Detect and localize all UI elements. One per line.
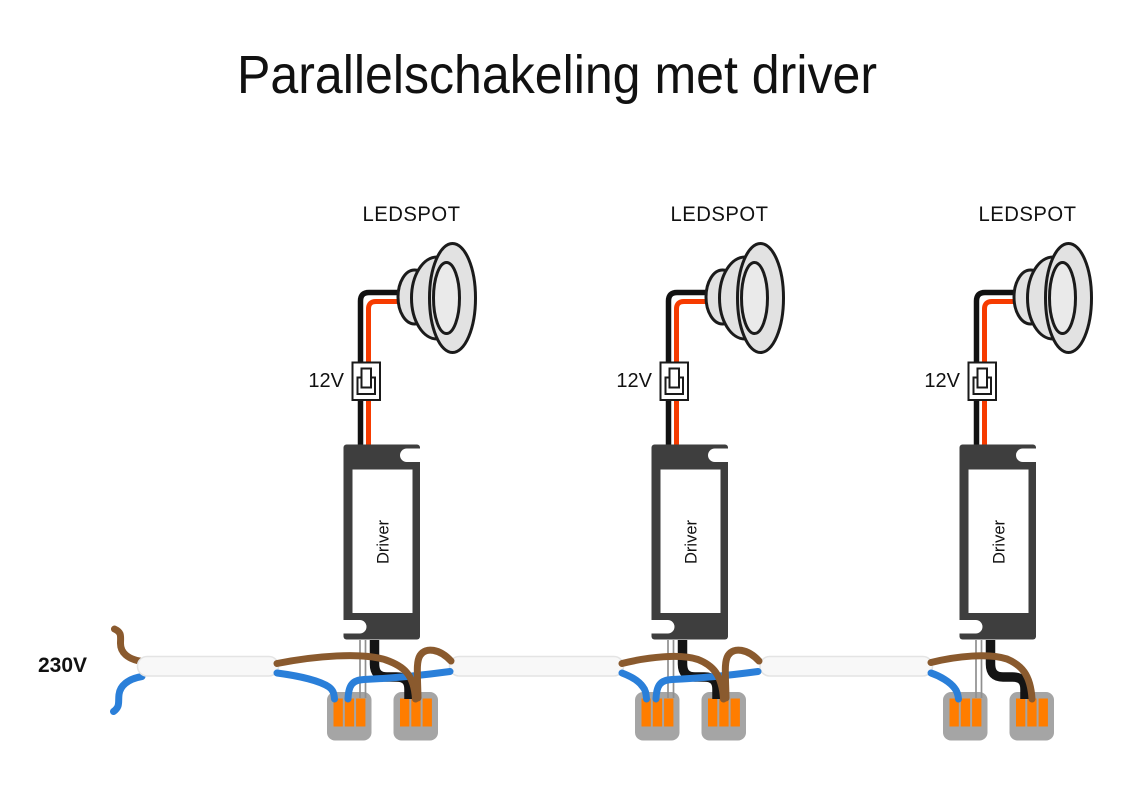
spot-wire-red bbox=[674, 299, 720, 446]
wago-lever bbox=[641, 698, 651, 727]
blue-wire-left bbox=[273, 669, 338, 703]
ledspot-label: LEDSPOT bbox=[979, 203, 1077, 226]
low-voltage-label: 12V bbox=[308, 370, 344, 392]
driver-mounting-notch-bottom bbox=[645, 620, 675, 634]
wago-lever bbox=[664, 698, 674, 727]
ledspot-label: LEDSPOT bbox=[671, 203, 769, 226]
spot-wire-black bbox=[357, 289, 412, 446]
diagram-title: Parallelschakeling met driver bbox=[237, 45, 877, 105]
connector-plug-icon bbox=[976, 367, 988, 389]
blue-wire-left bbox=[927, 669, 962, 703]
spot-wire-red bbox=[366, 299, 412, 446]
spot-wire-black bbox=[973, 289, 1028, 446]
blue-wire-right bbox=[652, 668, 762, 703]
blue-pigtail-wire bbox=[110, 673, 146, 715]
connector-plug-icon bbox=[668, 367, 680, 389]
brown-pigtail-wire bbox=[111, 625, 146, 665]
wago-lever bbox=[1016, 698, 1026, 727]
spot-wire-black bbox=[665, 289, 720, 446]
wago-lever bbox=[400, 698, 410, 727]
connector-plug-icon bbox=[360, 367, 372, 389]
driver-mounting-notch-bottom bbox=[337, 620, 367, 634]
spot-wire-red bbox=[982, 299, 1028, 446]
junction-wires bbox=[273, 646, 1036, 703]
wago-lever bbox=[411, 698, 421, 727]
unit-1: LEDSPOT 12V Driver bbox=[308, 203, 477, 741]
wago-lever bbox=[708, 698, 718, 727]
driver-label-area bbox=[352, 469, 413, 613]
driver-label-area bbox=[968, 469, 1029, 613]
driver-mounting-notch-top bbox=[1016, 448, 1043, 462]
driver-mounting-notch-top bbox=[400, 448, 427, 462]
driver-label: Driver bbox=[683, 519, 701, 564]
ledspot-label: LEDSPOT bbox=[363, 203, 461, 226]
mains-voltage-label: 230V bbox=[38, 654, 87, 677]
wago-lever bbox=[949, 698, 959, 727]
ledspot-lamp-opening bbox=[740, 261, 769, 335]
wago-lever bbox=[344, 698, 355, 727]
blue-wire-left bbox=[618, 669, 650, 703]
brown-wire-right bbox=[721, 646, 763, 702]
driver-mounting-notch-top bbox=[708, 448, 735, 462]
ledspot-lamp-opening bbox=[1048, 261, 1077, 335]
brown-wire-left bbox=[273, 652, 419, 703]
driver-label: Driver bbox=[375, 519, 393, 564]
driver-mains-wire-black bbox=[985, 640, 1030, 699]
blue-wire-right bbox=[344, 668, 454, 703]
wago-lever bbox=[719, 698, 729, 727]
wago-lever bbox=[356, 698, 366, 727]
mains-cable-segment bbox=[759, 655, 934, 677]
unit-3: LEDSPOT 12V Driver bbox=[924, 203, 1093, 741]
wago-lever bbox=[422, 698, 432, 727]
unit-2: LEDSPOT 12V Driver bbox=[616, 203, 785, 741]
mains-cable-segment bbox=[136, 655, 280, 677]
wago-lever bbox=[1038, 698, 1048, 727]
driver-label: Driver bbox=[991, 519, 1009, 564]
brown-wire-left bbox=[927, 652, 1036, 703]
wago-lever bbox=[333, 698, 343, 727]
low-voltage-label: 12V bbox=[924, 370, 960, 392]
wago-lever bbox=[972, 698, 982, 727]
ledspot-lamp-opening bbox=[432, 261, 461, 335]
wago-lever bbox=[730, 698, 740, 727]
driver-mounting-notch-bottom bbox=[953, 620, 983, 634]
wago-lever bbox=[960, 698, 971, 727]
brown-wire-right bbox=[413, 646, 455, 702]
brown-wire-left bbox=[618, 652, 727, 703]
wago-lever bbox=[1027, 698, 1037, 727]
wago-lever bbox=[652, 698, 663, 727]
low-voltage-label: 12V bbox=[616, 370, 652, 392]
mains-cable-segment bbox=[448, 655, 625, 677]
driver-label-area bbox=[660, 469, 721, 613]
